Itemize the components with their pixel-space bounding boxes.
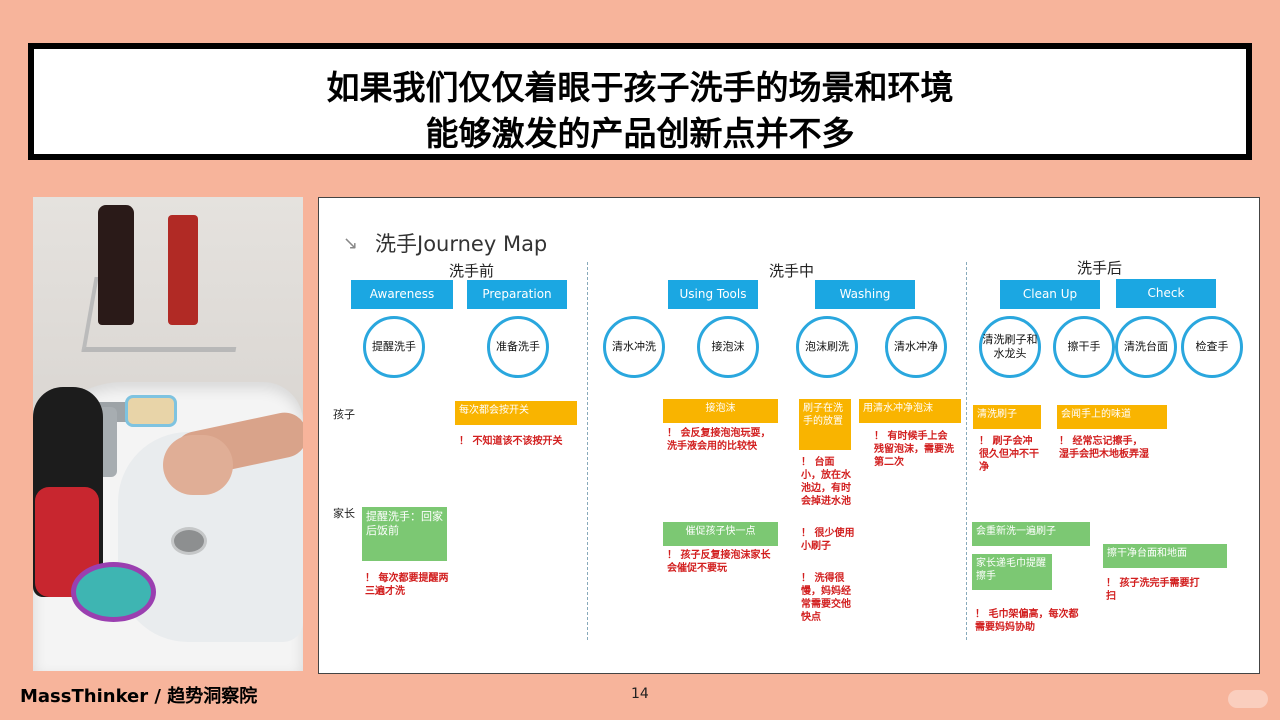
photo-bottle — [98, 205, 134, 325]
step-prepare: 准备洗手 — [487, 316, 549, 378]
arrow-icon: ↘ — [343, 233, 359, 254]
parent-pain-cleanup: ！ 孩子洗完手需要打扫 — [1106, 578, 1200, 602]
phase-after: 洗手后 — [1077, 259, 1123, 277]
step-clean-brush: 清洗刷子和水龙头 — [979, 316, 1041, 378]
photo-hand — [163, 435, 233, 495]
page-number: 14 — [631, 686, 649, 702]
row-label-parent: 家长 — [333, 507, 355, 520]
parent-pain-slow: ！ 洗得很慢，妈妈经常需要交他快点 — [801, 573, 851, 623]
parent-pain-remind: ！ 每次都要提醒两三遍才洗 — [365, 573, 449, 597]
stage-clean-up: Clean Up — [1000, 280, 1100, 309]
parent-pain-small-brush: ！ 很少使用小刷子 — [801, 528, 855, 552]
step-rinse: 清水冲洗 — [603, 316, 665, 378]
parent-pain-hurry: ！ 孩子反复接泡沫家长会催促不要玩 — [667, 550, 771, 574]
child-note-switch: 每次都会按开关 — [455, 401, 577, 425]
stage-check: Check — [1116, 279, 1216, 308]
parent-note-rewash: 会重新洗一遍刷子 — [972, 522, 1090, 546]
child-pain-wet-floor: ！ 经常忘记擦手，湿手会把木地板弄湿 — [1059, 436, 1149, 460]
watermark-badge — [1228, 690, 1268, 708]
child-note-foam: 接泡沫 — [663, 399, 778, 423]
child-pain-residue: ！ 有时候手上会残留泡沫，需要洗第二次 — [874, 431, 954, 468]
child-pain-switch: ！ 不知道该不该按开关 — [459, 436, 563, 447]
parent-note-clean-floor: 擦干净台面和地面 — [1103, 544, 1227, 568]
parent-note-remind: 提醒洗手：回家后饭前 — [362, 507, 447, 561]
row-label-child: 孩子 — [333, 408, 355, 421]
handwashing-photo — [33, 197, 303, 671]
phase-before: 洗手前 — [449, 262, 495, 280]
journey-map: ↘ 洗手Journey Map 洗手前 洗手中 洗手后 Awareness Pr… — [318, 197, 1260, 674]
photo-brush — [71, 562, 156, 622]
photo-drain — [171, 527, 207, 555]
child-note-smell: 会闻手上的味道 — [1057, 405, 1167, 429]
photo-toothpaste — [168, 215, 198, 325]
stage-awareness: Awareness — [351, 280, 453, 309]
title-line-2: 能够激发的产品创新点并不多 — [425, 114, 855, 153]
phase-during: 洗手中 — [769, 262, 815, 280]
child-pain-counter: ！ 台面小，放在水池边，有时会掉进水池 — [801, 457, 851, 507]
stage-preparation: Preparation — [467, 280, 567, 309]
parent-pain-towel-rack: ！ 毛巾架偏高，每次都需要妈妈协助 — [975, 609, 1079, 633]
stage-using-tools: Using Tools — [668, 280, 758, 309]
step-clean-counter: 清洗台面 — [1115, 316, 1177, 378]
divider-1 — [587, 262, 588, 640]
child-note-brush-place: 刷子在洗手的放置 — [799, 399, 851, 450]
stage-washing: Washing — [815, 280, 915, 309]
child-note-rinse-foam: 用清水冲净泡沫 — [859, 399, 961, 423]
step-dry-hands: 擦干手 — [1053, 316, 1115, 378]
step-foam: 接泡沫 — [697, 316, 759, 378]
divider-2 — [966, 262, 967, 640]
title-box: 如果我们仅仅着眼于孩子洗手的场景和环境 能够激发的产品创新点并不多 — [28, 43, 1252, 160]
child-pain-foam: ！ 会反复接泡泡玩耍，洗手液会用的比较快 — [667, 428, 771, 452]
photo-soap — [125, 395, 177, 427]
brand-logo: MassThinker / 趋势洞察院 — [20, 686, 258, 707]
parent-note-towel: 家长递毛巾提醒擦手 — [972, 554, 1052, 590]
parent-note-hurry: 催促孩子快一点 — [663, 522, 778, 546]
child-note-clean-brush: 清洗刷子 — [973, 405, 1041, 429]
step-scrub: 泡沫刷洗 — [796, 316, 858, 378]
step-rinse-clean: 清水冲净 — [885, 316, 947, 378]
title-line-1: 如果我们仅仅着眼于孩子洗手的场景和环境 — [326, 68, 954, 107]
map-title: 洗手Journey Map — [375, 232, 548, 256]
step-check-hands: 检查手 — [1181, 316, 1243, 378]
child-pain-brush-dirty: ！ 刷子会冲很久但冲不干净 — [979, 436, 1039, 473]
step-remind: 提醒洗手 — [363, 316, 425, 378]
